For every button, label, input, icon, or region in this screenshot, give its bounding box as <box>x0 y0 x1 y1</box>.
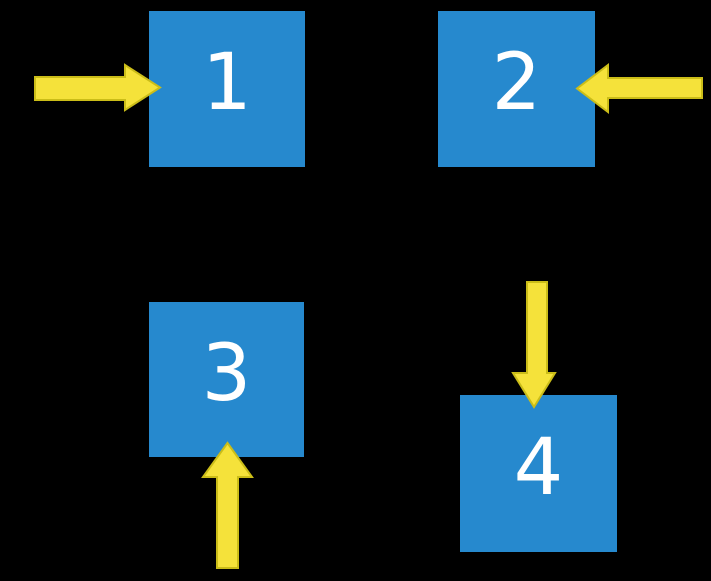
arrow-left-icon <box>575 62 703 115</box>
arrow-right-icon <box>34 63 162 112</box>
square-4-label: 4 <box>513 422 564 513</box>
arrow-up-icon <box>201 441 254 569</box>
square-1-label: 1 <box>202 38 252 128</box>
square-1: 1 <box>149 11 305 167</box>
arrow-down-icon <box>511 281 557 409</box>
square-3-label: 3 <box>201 328 252 419</box>
square-4: 4 <box>460 395 617 552</box>
square-2-label: 2 <box>491 38 542 128</box>
square-3: 3 <box>149 302 304 457</box>
square-2: 2 <box>438 11 595 167</box>
